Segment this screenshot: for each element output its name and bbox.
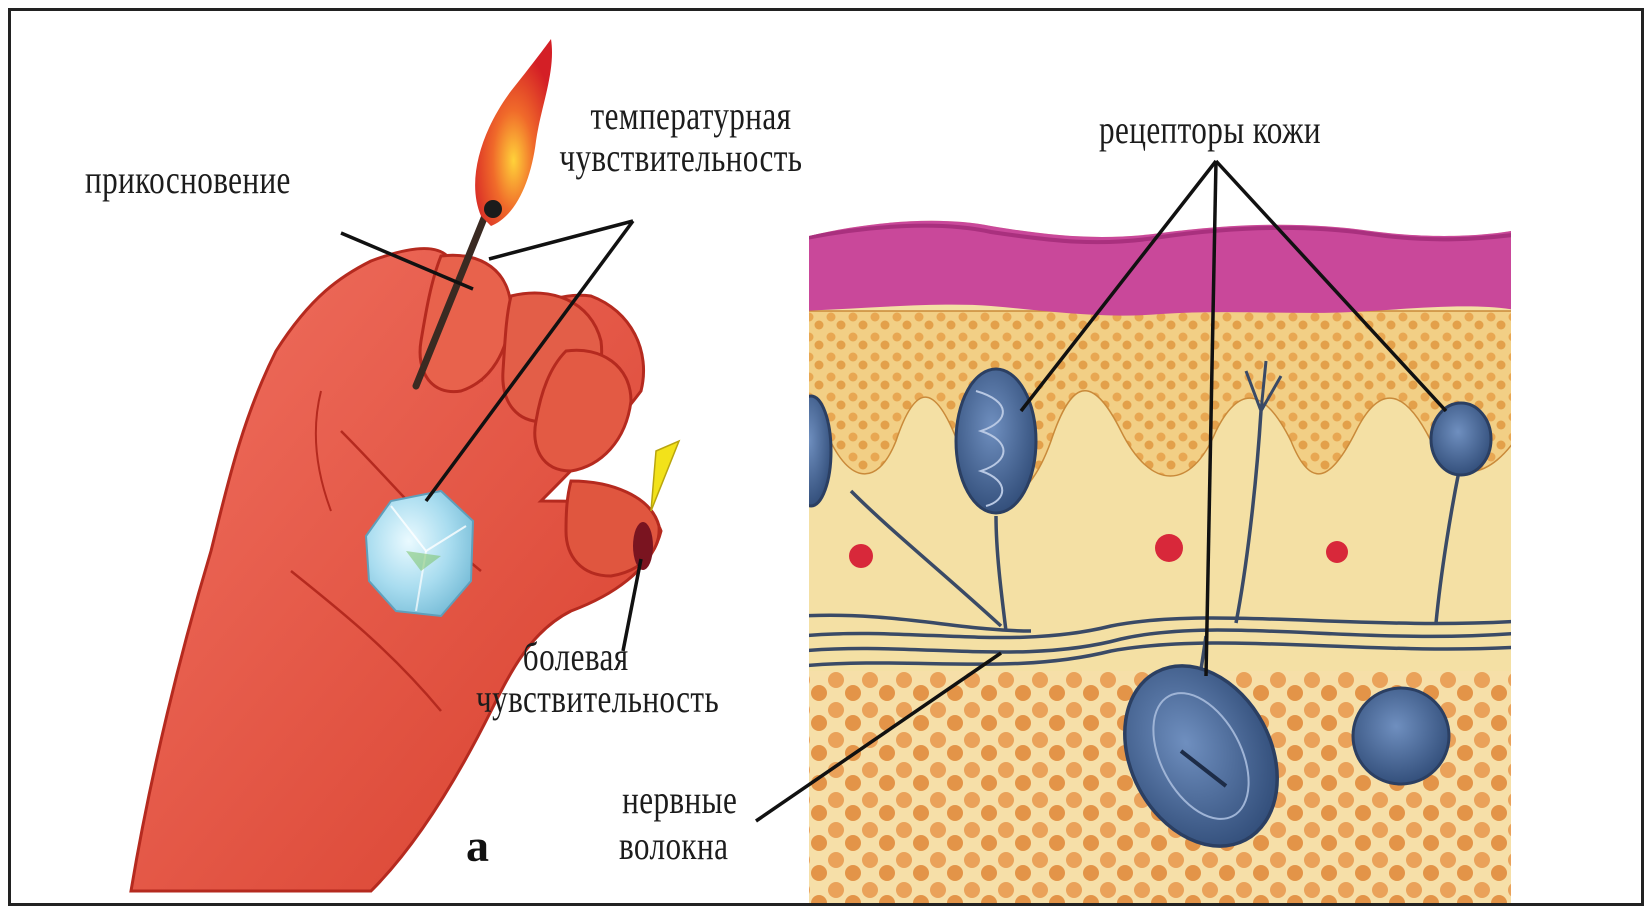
label-temperature-line1: температурная xyxy=(589,95,802,137)
needle xyxy=(651,441,679,511)
illustration xyxy=(11,11,1641,903)
label-touch: прикосновение xyxy=(85,159,291,201)
label-nerve-fibers: нервные волокна xyxy=(619,779,737,867)
label-pain-line1: болевая xyxy=(476,636,719,678)
label-nerve-line2: волокна xyxy=(619,825,737,867)
label-nerve-line1: нервные xyxy=(619,779,737,821)
label-temperature-line2: чувствительность xyxy=(559,137,802,179)
label-skin-receptors: рецепторы кожи xyxy=(1099,109,1321,151)
label-temperature: температурная чувствительность xyxy=(589,95,802,179)
flame xyxy=(475,39,552,226)
ruffini-corpuscle xyxy=(1353,688,1449,784)
label-pain: болевая чувствительность xyxy=(476,636,719,720)
panel-letter: а xyxy=(466,819,489,872)
skin-section xyxy=(791,211,1521,903)
pricked-fingertip xyxy=(633,522,653,570)
figure-frame: прикосновение температурная чувствительн… xyxy=(8,8,1644,906)
meissner-corpuscle xyxy=(956,369,1036,513)
label-pain-line2: чувствительность xyxy=(476,678,719,720)
krause-bulb xyxy=(1431,403,1491,475)
